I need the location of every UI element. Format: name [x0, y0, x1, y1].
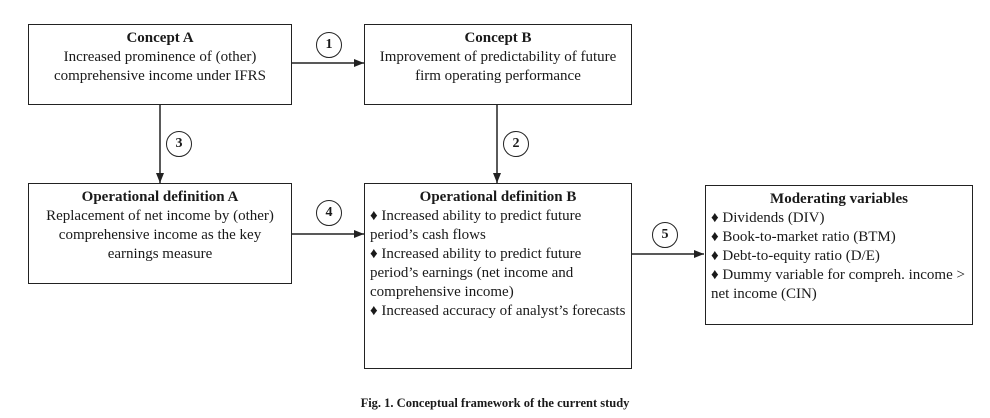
edge-label-4: 4 [316, 200, 342, 226]
op-def-b-item: ♦ Increased ability to predict future pe… [370, 246, 582, 300]
concept-a-text: comprehensive income under IFRS [53, 68, 267, 84]
moderating-title: Moderating variables [770, 191, 908, 207]
figure-caption: Fig. 1. Conceptual framework of the curr… [360, 396, 630, 410]
op-def-b-item: ♦ Increased accuracy of analyst’s foreca… [370, 303, 626, 319]
concept-b-title: Concept B [464, 30, 532, 46]
concept-b-text: firm operating performance [415, 68, 581, 84]
edge-label-1: 1 [316, 32, 342, 58]
op-def-a-title: Operational definition A [81, 189, 239, 205]
edge-label-3: 3 [166, 131, 192, 157]
concept-b-box: Concept B Improvement of predictability … [364, 24, 632, 105]
moderating-variables-box: Moderating variables ♦ Dividends (DIV) ♦… [705, 185, 973, 325]
op-def-b-title: Operational definition B [419, 189, 577, 205]
concept-b-text: Improvement of predictability of future [379, 49, 617, 65]
op-def-a-text: earnings measure [107, 246, 213, 262]
edge-label-5: 5 [652, 222, 678, 248]
moderating-item: ♦ Dividends (DIV) [711, 210, 825, 226]
moderating-item: ♦ Book-to-market ratio (BTM) [711, 229, 896, 245]
op-def-b-box: Operational definition B ♦ Increased abi… [364, 183, 632, 369]
op-def-a-text: Replacement of net income by (other) [46, 208, 274, 224]
concept-a-text: Increased prominence of (other) [63, 49, 257, 65]
moderating-item: ♦ Debt-to-equity ratio (D/E) [711, 248, 880, 264]
op-def-a-box: Operational definition A Replacement of … [28, 183, 292, 284]
moderating-item: ♦ Dummy variable for compreh. income > n… [711, 267, 965, 302]
concept-a-box: Concept A Increased prominence of (other… [28, 24, 292, 105]
op-def-a-text: comprehensive income as the key [58, 227, 262, 243]
op-def-b-item: ♦ Increased ability to predict future pe… [370, 208, 582, 243]
edge-label-2: 2 [503, 131, 529, 157]
concept-a-title: Concept A [126, 30, 194, 46]
